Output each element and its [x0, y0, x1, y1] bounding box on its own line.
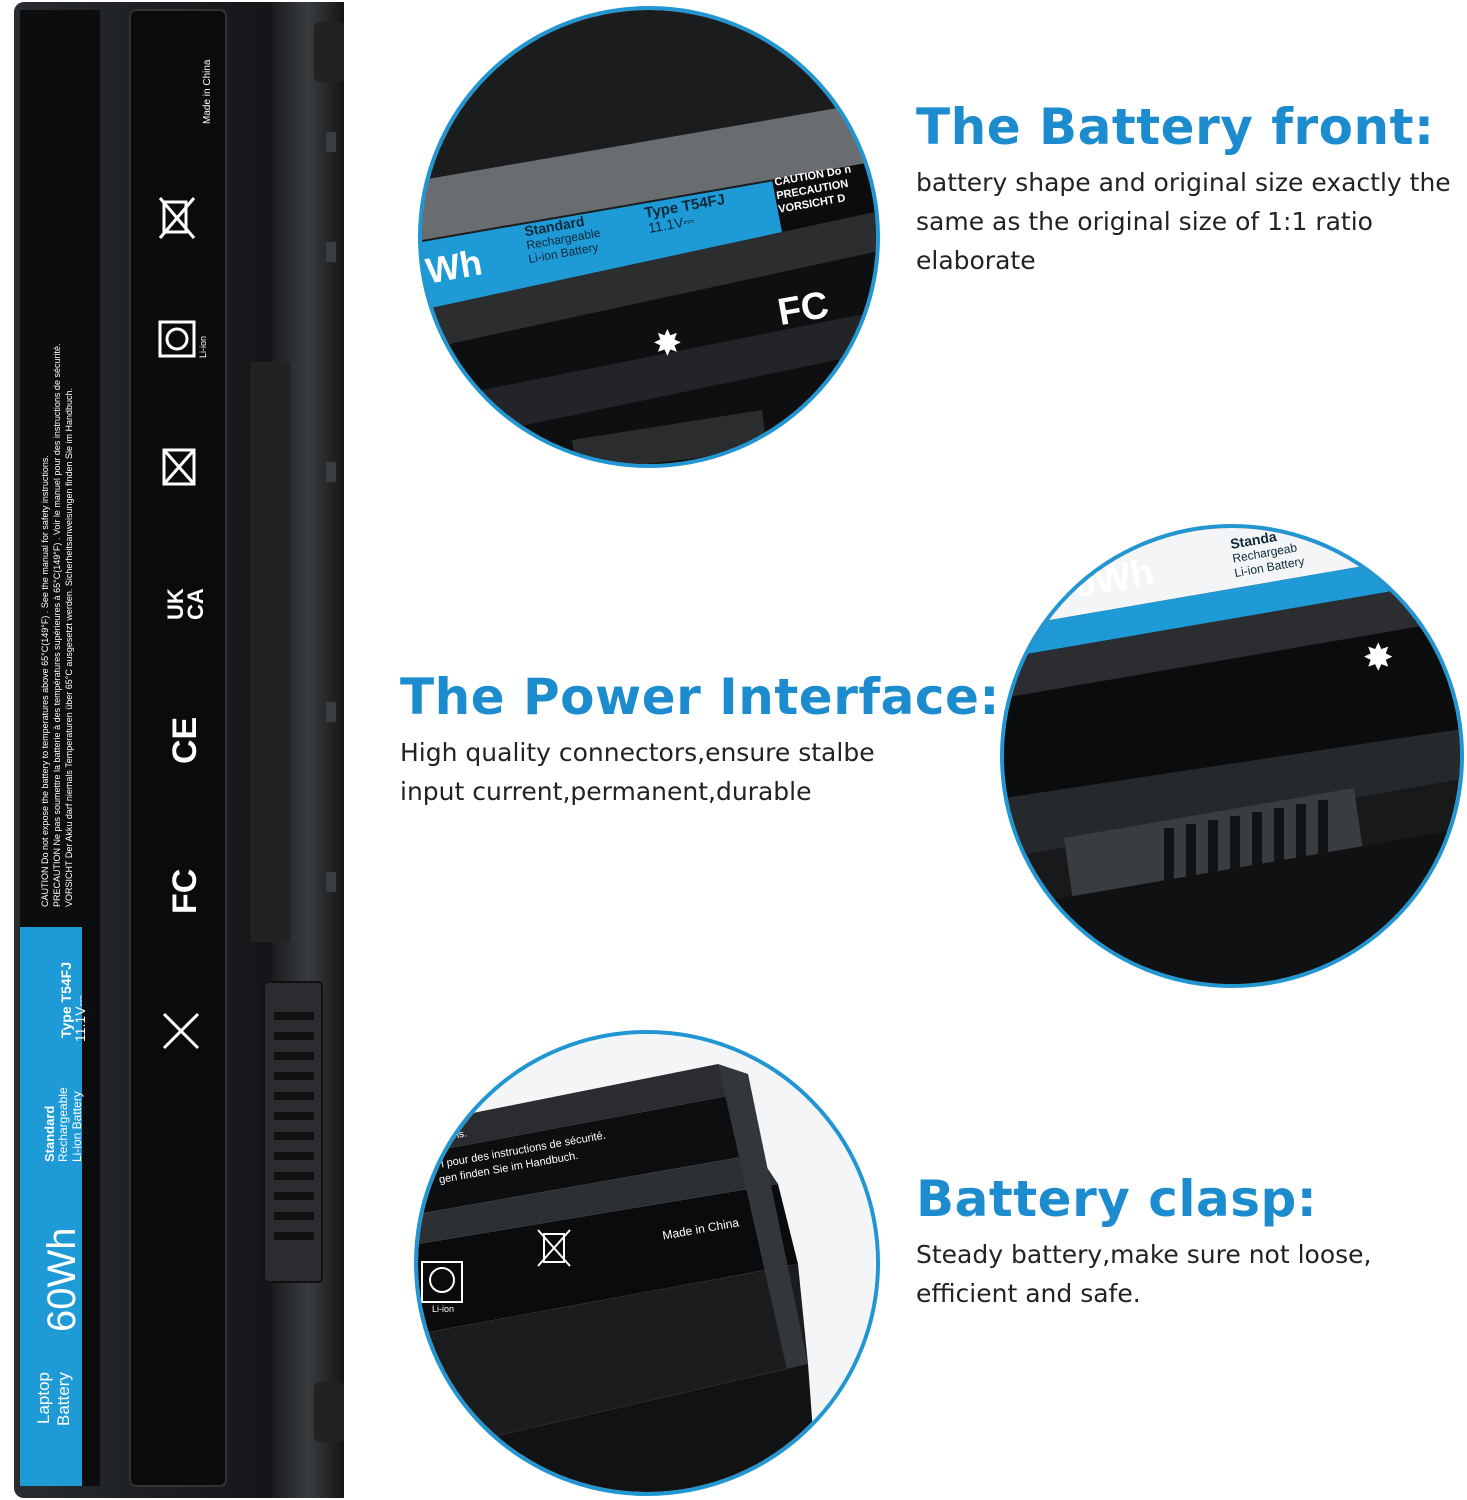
feature-interface-description: High quality connectors,ensure stalbe in…: [400, 738, 875, 806]
ukca-mark-text: UK CA: [163, 588, 208, 620]
fc-mark-text: FC: [166, 868, 204, 914]
interface-fire-icon: ✸: [1364, 639, 1393, 677]
ce-mark-text: CE: [166, 716, 204, 764]
front-fc-mark: FC: [774, 283, 832, 335]
li-ion-mark-text: Li-ion: [198, 335, 208, 358]
battery-image: Type T54FJ 11.1V⎓ Standard Rechargeable …: [14, 2, 354, 1498]
battery-rechargeable-text: Rechargeable: [56, 1087, 70, 1162]
battery-vorsicht-text: VORSICHT Der Akku darf niemals Temperatu…: [64, 387, 74, 907]
clasp-li-ion-text: Li-ion: [432, 1304, 455, 1314]
clasp-zoom-graphic: [418, 1034, 876, 1492]
front-fire-icon: ✸: [654, 325, 681, 361]
battery-voltage-text: 11.1V⎓: [72, 995, 88, 1042]
feature-interface-title: The Power Interface:: [400, 668, 1000, 726]
feature-clasp: Battery clasp: Steady battery,make sure …: [916, 1172, 1456, 1313]
feature-clasp-description: Steady battery,make sure not loose, effi…: [916, 1240, 1372, 1308]
battery-caution-text: CAUTION Do not expose the battery to tem…: [40, 455, 50, 907]
battery-line1-text: Laptop: [34, 1372, 53, 1424]
battery-chemistry-text: Li-ion Battery: [70, 1091, 84, 1162]
battery-precaution-text: PRECAUTION Ne pas soumettre la batterie …: [52, 343, 62, 907]
front-zoom-graphic: [422, 10, 876, 464]
battery-line2-text: Battery: [54, 1372, 73, 1426]
battery-body: [14, 2, 344, 1498]
feature-clasp-title: Battery clasp:: [916, 1170, 1318, 1228]
zoom-circle-front: Wh Standard Rechargeable Li-ion Battery …: [418, 6, 880, 468]
zoom-circle-clasp: ons. l pour des instructions de sécurité…: [414, 1030, 880, 1496]
battery-standard-text: Standard: [42, 1105, 57, 1162]
battery-capacity-text: 60Wh: [40, 1227, 84, 1333]
interface-zoom-graphic: [1004, 528, 1460, 984]
zoom-circle-interface: 0Wh Standa Rechargeab Li-ion Battery ✸: [1000, 524, 1464, 988]
feature-interface: The Power Interface: High quality connec…: [400, 668, 1000, 811]
feature-front-description: battery shape and original size exactly …: [916, 168, 1451, 275]
battery-made-in-text: Made in China: [202, 59, 213, 124]
feature-front-title: The Battery front:: [916, 98, 1435, 156]
feature-front: The Battery front: battery shape and ori…: [916, 100, 1456, 280]
